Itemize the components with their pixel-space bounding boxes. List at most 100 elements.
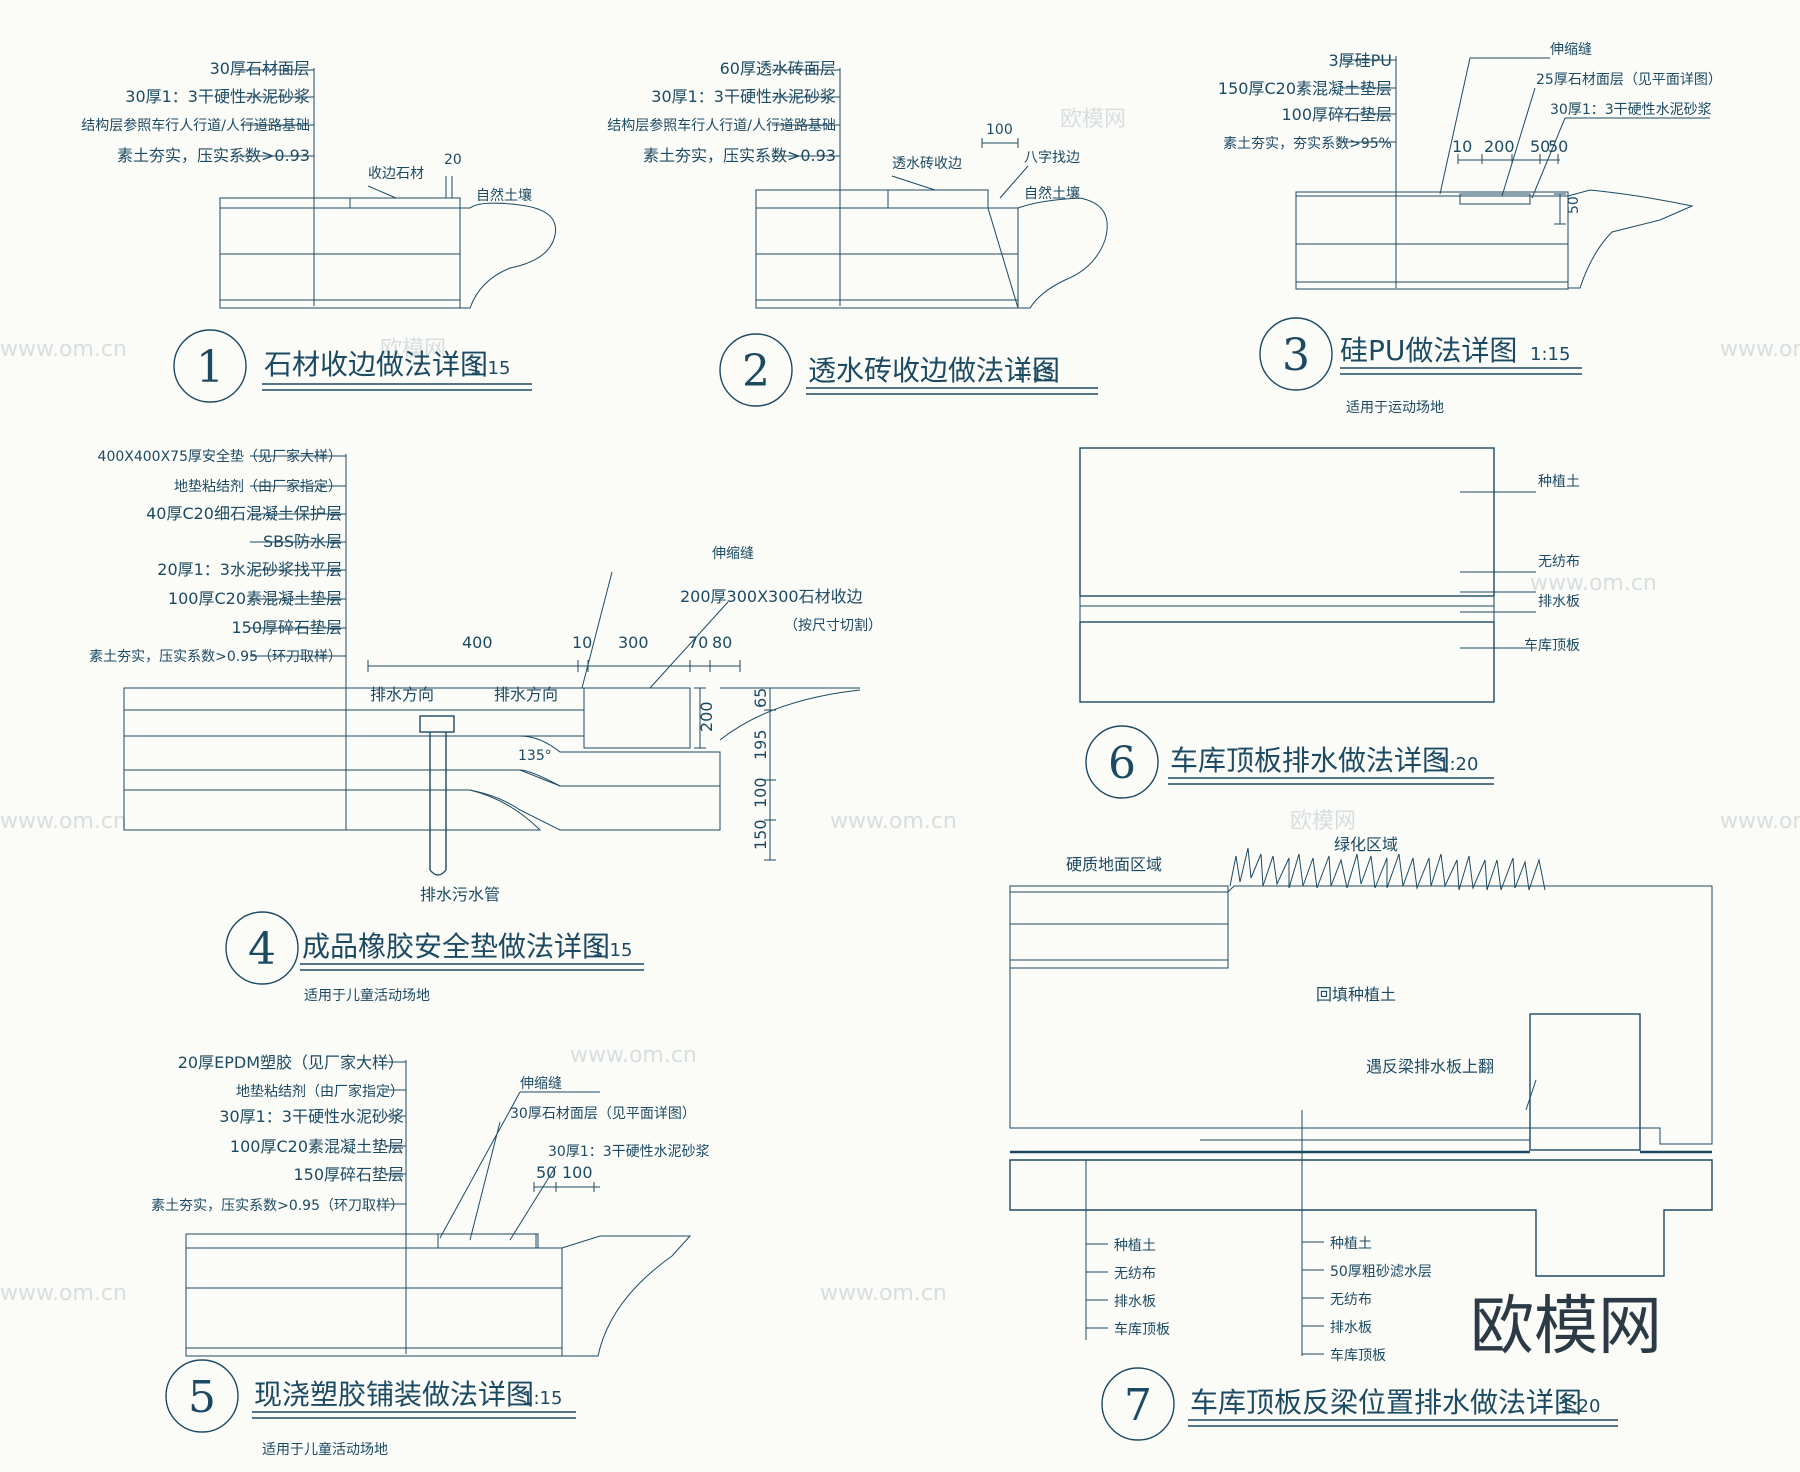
watermark-site: www.om.cn [1720,809,1800,834]
d6-label-4: 车库顶板 [1524,637,1580,654]
d3-number: 3 [1282,330,1310,381]
d7-label-4: 车库顶板 [1114,1321,1170,1338]
watermark-site: www.om.cn [820,1281,947,1306]
d1-callout-2: 自然土壤 [476,187,532,204]
d1-label-4: 素土夯实，压实系数>0.93 [117,146,310,165]
d5-callout-2: 30厚石材面层（见平面详图） [510,1106,696,1122]
d3-dim-5: 50 [1566,196,1582,214]
watermark-small: 欧模网 [380,337,446,362]
d5-callout-1: 伸缩缝 [520,1076,562,1092]
d4-dim-4: 70 [688,633,708,652]
watermark-brand: 欧模网 [1470,1290,1662,1364]
d4-label-8: 素土夯实，压实系数>0.95（环刀取样） [89,649,342,665]
d3-callout-2: 25厚石材面层（见平面详图） [1536,72,1722,88]
d4-dim-2: 10 [572,633,592,652]
d3-subtitle: 适用于运动场地 [1346,400,1444,416]
d7-callout-3: 回填种植土 [1316,985,1396,1004]
watermark-site: www.om.cn [570,1043,697,1068]
d3-callout-3: 30厚1：3干硬性水泥砂浆 [1550,102,1712,118]
d3-callout-1: 伸缩缝 [1550,42,1592,58]
d4-dim-8: 195 [751,729,770,760]
d1-scale: 1:15 [470,358,510,379]
d2-title: 透水砖收边做法详图 [808,354,1060,387]
d4-title: 成品橡胶安全垫做法详图 [302,930,610,963]
d1-title: 石材收边做法详图 [264,348,488,381]
d3-scale: 1:15 [1530,344,1570,365]
d5-label-3: 30厚1：3干硬性水泥砂浆 [219,1107,404,1126]
d7-title: 车库顶板反梁位置排水做法详图 [1190,1386,1582,1419]
watermark-small: 欧模网 [1290,809,1356,834]
watermark-site: www.om.cn [0,337,127,362]
d1-label-3: 结构层参照车行人行道/人行道路基础 [81,117,310,134]
d2-label-3: 结构层参照车行人行道/人行道路基础 [607,117,836,134]
d7-scale: 1:20 [1560,1396,1600,1417]
d4-callout-4: 排水方向 [370,685,434,704]
d4-callout-5: 排水方向 [494,685,558,704]
d7-label-1: 种植土 [1114,1238,1156,1254]
d1-callout-1: 收边石材 [368,166,424,182]
d4-callout-6: 排水污水管 [420,885,500,904]
d3-label-1: 3厚硅PU [1328,51,1392,70]
d7-label2-4: 排水板 [1330,1320,1372,1336]
d5-label-2: 地垫粘结剂（由厂家指定） [236,1083,404,1100]
d2-label-4: 素土夯实，压实系数>0.93 [643,146,836,165]
d2-label-1: 60厚透水砖面层 [720,59,836,78]
d5-number: 5 [188,1372,216,1423]
d7-label2-2: 50厚粗砂滤水层 [1330,1264,1432,1280]
detail-3: 3厚硅PU 150厚C20素混凝土垫层 100厚碎石垫层 素土夯实，夯实系数>9… [1218,42,1722,416]
d2-callout-2: 八字找边 [1024,150,1080,166]
d7-label2-5: 车库顶板 [1330,1347,1386,1364]
d5-dim-1: 50 [536,1163,556,1182]
watermark-site: www.om.cn [830,809,957,834]
d7-label2-3: 无纺布 [1330,1292,1372,1308]
d4-label-1: 400X400X75厚安全垫（见厂家大样） [98,448,342,465]
d4-dim-1: 400 [462,633,493,652]
d7-label2-1: 种植土 [1330,1236,1372,1252]
d2-number: 2 [742,346,770,397]
grass [1229,847,1546,891]
d2-scale: 1:15 [1014,364,1054,385]
d7-label-2: 无纺布 [1114,1266,1156,1282]
d4-dim-9: 100 [751,777,770,808]
d5-dim-2: 100 [562,1163,593,1182]
watermark-site: www.om.cn [1720,337,1800,362]
d4-callout-1: 伸缩缝 [712,546,754,562]
d4-callout-2: 200厚300X300石材收边 [680,587,863,606]
d5-scale: 1:15 [522,1388,562,1409]
d5-title: 现浇塑胶铺装做法详图 [254,1378,534,1411]
d3-label-4: 素土夯实，夯实系数>95% [1223,136,1392,152]
d4-number: 4 [248,924,276,975]
d4-dim-10: 150 [751,819,770,850]
d6-number: 6 [1108,738,1136,789]
d3-dim-3: 50 [1530,137,1550,156]
d7-label-3: 排水板 [1114,1294,1156,1310]
d4-scale: 1:15 [592,940,632,961]
d1-label-1: 30厚石材面层 [210,59,310,78]
d5-callout-3: 30厚1：3干硬性水泥砂浆 [548,1144,710,1160]
d4-dim-3: 300 [618,633,649,652]
d6-label-3: 排水板 [1538,594,1580,610]
d3-title: 硅PU做法详图 [1340,334,1517,367]
detail-5: 20厚EPDM塑胶（见厂家大样） 地垫粘结剂（由厂家指定） 30厚1：3干硬性水… [151,1053,710,1458]
d1-label-2: 30厚1：3干硬性水泥砂浆 [125,87,310,106]
d4-dim-5: 80 [712,633,732,652]
d2-callout-1: 透水砖收边 [892,156,962,172]
watermark-site: www.om.cn [0,1281,127,1306]
d3-label-2: 150厚C20素混凝土垫层 [1218,79,1392,98]
d4-callout-7: 135° [518,748,552,764]
d4-callout-3: （按尺寸切割） [784,617,882,634]
d4-label-2: 地垫粘结剂（由厂家指定） [174,478,342,495]
watermark-site: www.om.cn [0,809,127,834]
d5-label-4: 100厚C20素混凝土垫层 [230,1137,404,1156]
d4-label-6: 100厚C20素混凝土垫层 [168,589,342,608]
d3-label-3: 100厚碎石垫层 [1281,105,1392,124]
detail-4: 400X400X75厚安全垫（见厂家大样） 地垫粘结剂（由厂家指定） 40厚C2… [89,448,882,1004]
d7-callout-2: 绿化区域 [1334,835,1398,854]
d5-label-1: 20厚EPDM塑胶（见厂家大样） [178,1053,404,1072]
watermarks: www.om.cn 欧模网 欧模网 www.om.cn www.om.cn ww… [0,107,1800,1364]
detail-2: 60厚透水砖面层 30厚1：3干硬性水泥砂浆 结构层参照车行人行道/人行道路基础… [607,59,1108,407]
d1-number: 1 [196,342,224,393]
d4-label-5: 20厚1：3水泥砂浆找平层 [157,560,342,579]
